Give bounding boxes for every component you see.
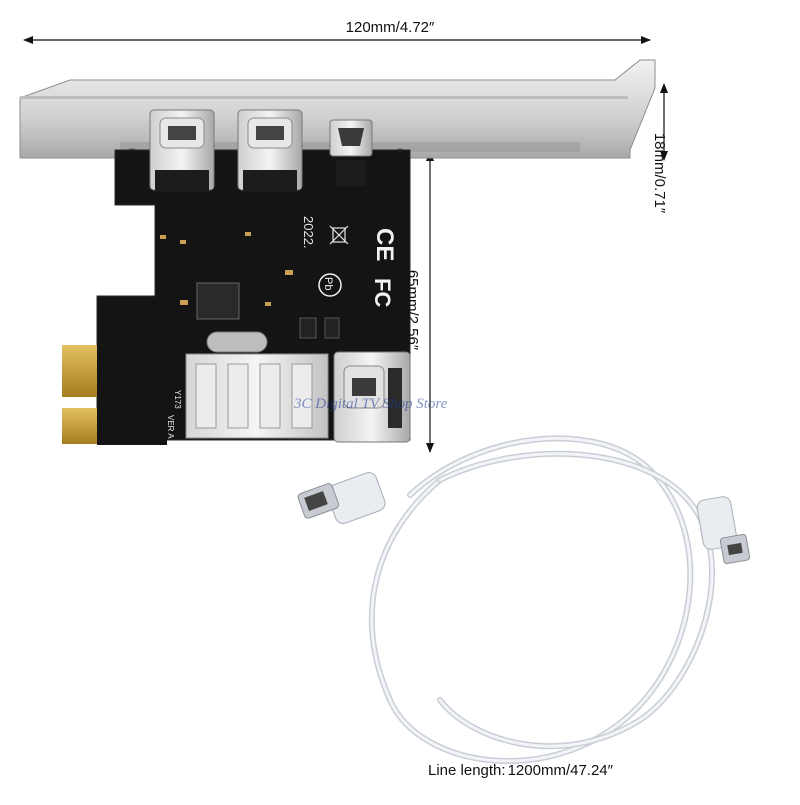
cable-plug-4pin [696, 496, 751, 565]
cable-length-label: Line length:1200mm/47.24″ [428, 762, 613, 779]
date-code: 2022. [301, 216, 316, 249]
firewire-6pin-port [149, 109, 215, 192]
firewire-cable [368, 435, 715, 764]
cable-length-caption: Line length: [428, 762, 506, 779]
ce-mark: CE [371, 228, 398, 261]
store-watermark: 3C Digital TV Shop Store [294, 396, 448, 412]
version-label: VER A [166, 415, 175, 439]
weee-bin-icon [329, 225, 349, 245]
firewire-6pin-port-internal [333, 351, 411, 443]
firewire-6pin-port [237, 109, 303, 192]
bracket-height-label: 18mm/0.71″ [651, 132, 668, 214]
width-dimension-label: 120mm/4.72″ [345, 19, 435, 36]
firewire-4pin-port [329, 119, 373, 186]
pb-free-mark: Pb [318, 273, 342, 297]
model-label: Y173 [173, 390, 182, 409]
board-height-label: 65mm/2.56″ [404, 269, 421, 351]
pcb-board [62, 149, 411, 445]
cable-plug-6pin [297, 472, 386, 524]
molex-power-connector [185, 353, 329, 439]
crystal-oscillator [206, 331, 268, 353]
cable-length-value: 1200mm/47.24″ [507, 762, 613, 779]
fc-mark: FC [370, 278, 395, 307]
svg-text:Pb: Pb [322, 277, 334, 290]
gold-finger-edge [62, 408, 97, 444]
gold-finger-edge [62, 345, 97, 397]
controller-chip [196, 282, 240, 320]
